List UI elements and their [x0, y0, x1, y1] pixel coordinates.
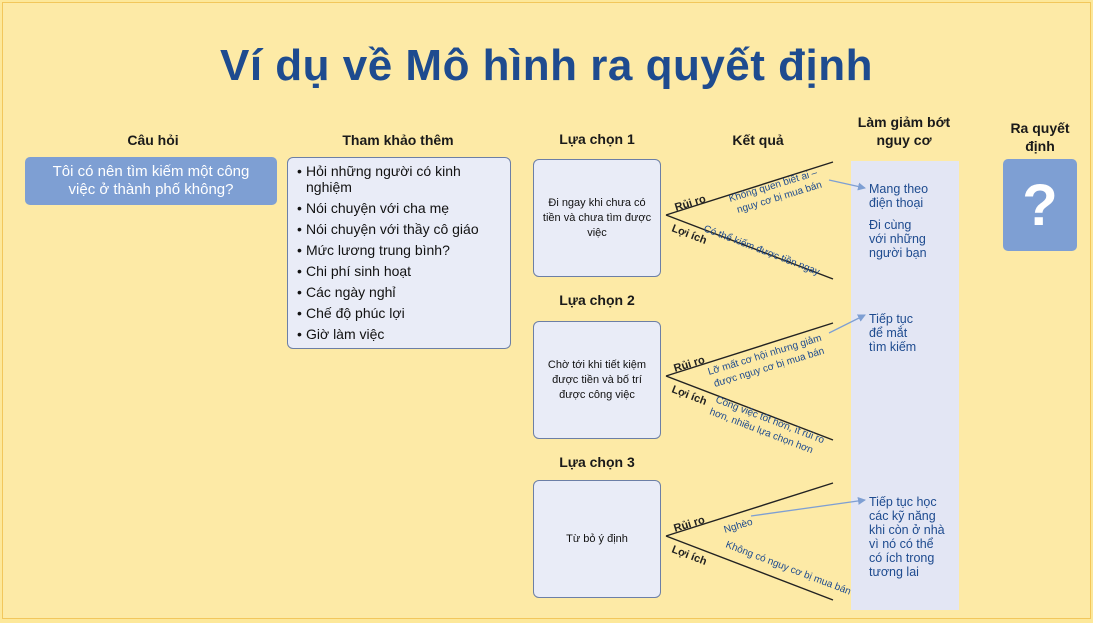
option-3-risk-line1: Nghèo	[723, 517, 755, 536]
header-mitigate-line1: Làm giảm bớt	[857, 114, 951, 130]
option-3-risk-label: Rủi ro	[672, 514, 706, 535]
mitigation-2: Đi cùng với những người bạn	[869, 218, 927, 260]
option-3-benefit-label: Lợi ích	[670, 544, 709, 568]
option-2-box: Chờ tới khi tiết kiệm được tiền và bố tr…	[533, 321, 661, 439]
option-2-mitigation-arrow	[828, 314, 866, 334]
option-1-benefit-label: Lợi ích	[670, 223, 709, 247]
question-line2: việc ở thành phố không?	[68, 181, 234, 198]
reference-item: •Mức lương trung bình?	[297, 242, 450, 258]
reference-item: •Chi phí sinh hoạt	[297, 263, 412, 279]
reference-item: •Nói chuyện với thầy cô giáo	[297, 221, 479, 237]
option-3-risk-branch	[665, 482, 834, 537]
option-2-risk-branch	[665, 322, 834, 377]
reference-item: •Các ngày nghỉ	[297, 284, 396, 300]
bullet-icon: •	[297, 163, 302, 179]
page-title: Ví dụ về Mô hình ra quyết định	[219, 41, 874, 90]
option-1-benefit-line1: Có thể kiếm được tiền ngay	[702, 223, 821, 278]
option-1-risk-label: Rủi ro	[673, 193, 707, 214]
option-3-benefit-branch	[665, 535, 834, 601]
header-decision: Ra quyết định	[993, 119, 1087, 155]
option-1-benefit-branch	[665, 214, 834, 280]
decision-branches: Rủi ro Lợi ích Không quen biết ai – nguy…	[665, 161, 866, 601]
option-3-label: Lựa chọn 3	[559, 454, 635, 470]
reference-item: •Nói chuyện với cha mẹ	[297, 200, 450, 216]
bullet-icon: •	[297, 326, 302, 342]
option-2-risk-label: Rủi ro	[672, 354, 706, 375]
option-3-mitigation-arrow	[750, 497, 866, 517]
option-2-label: Lựa chọn 2	[559, 292, 635, 308]
question-mark-icon: ?	[1022, 172, 1058, 238]
mitigation-1: Mang theo điện thoại	[869, 182, 929, 210]
header-mitigate: Làm giảm bớt nguy cơ	[839, 113, 969, 149]
option-3-box: Từ bỏ ý định	[533, 480, 661, 598]
option-1-risk-branch	[665, 161, 834, 216]
bullet-icon: •	[297, 263, 302, 279]
bullet-icon: •	[297, 284, 302, 300]
question-box: Tôi có nên tìm kiếm một công việc ở thàn…	[25, 157, 277, 205]
option-3-benefit-line1: Không có nguy cơ bị mua bán	[724, 540, 852, 598]
mitigation-3: Tiếp tục để mắt tìm kiếm	[869, 312, 917, 354]
decision-box: ?	[1003, 159, 1077, 251]
references-box: •Hỏi những người có kinh nghiệm •Nói chu…	[287, 157, 511, 349]
header-outcome: Kết quả	[732, 132, 784, 148]
bullet-icon: •	[297, 200, 302, 216]
question-line1: Tôi có nên tìm kiếm một công	[52, 163, 250, 180]
references-list: •Hỏi những người có kinh nghiệm •Nói chu…	[296, 163, 502, 342]
bullet-icon: •	[297, 221, 302, 237]
reference-item: •Chế độ phúc lợi	[297, 305, 405, 321]
option-2-benefit-branch	[665, 375, 834, 441]
mitigation-4: Tiếp tục học các kỹ năng khi còn ở nhà v…	[869, 495, 945, 579]
header-references: Tham khảo thêm	[342, 132, 454, 148]
option-1-box: Đi ngay khi chưa có tiền và chưa tìm đượ…	[533, 159, 661, 277]
reference-item: •Giờ làm việc	[297, 326, 385, 342]
mitigation-column	[851, 161, 959, 610]
header-question: Câu hỏi	[127, 132, 179, 148]
header-mitigate-line2: nguy cơ	[876, 132, 932, 148]
reference-item: •Hỏi những người có kinh nghiệm	[297, 163, 461, 195]
option-1-text: Đi ngay khi chưa có tiền và chưa tìm đượ…	[542, 196, 652, 239]
header-decision-line1: Ra quyết	[1010, 120, 1070, 136]
option-2-text: Chờ tới khi tiết kiệm được tiền và bố tr…	[547, 358, 647, 401]
bullet-icon: •	[297, 242, 302, 258]
option-1-label: Lựa chọn 1	[559, 131, 635, 147]
option-1-mitigation-arrow	[828, 179, 866, 191]
option-2-benefit-label: Lợi ích	[670, 384, 709, 408]
option-3-text: Từ bỏ ý định	[566, 532, 628, 545]
header-decision-line2: định	[1025, 138, 1055, 154]
bullet-icon: •	[297, 305, 302, 321]
